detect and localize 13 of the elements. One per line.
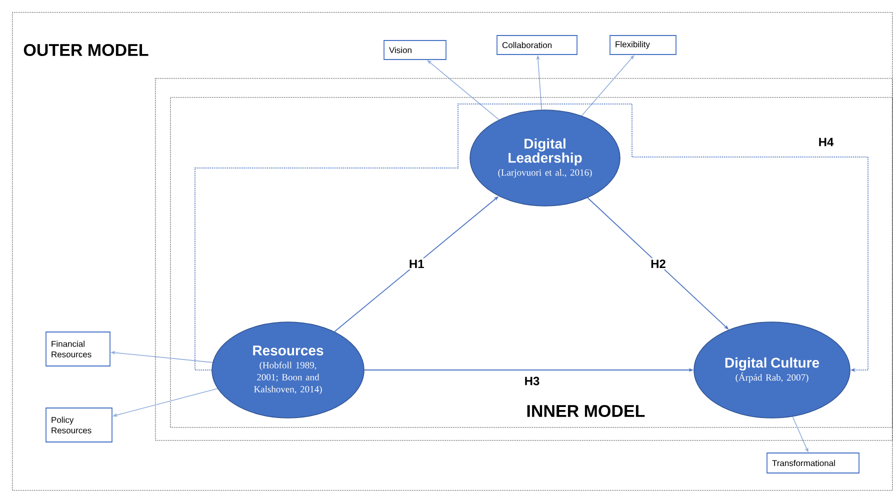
- edge-label: H4: [816, 136, 836, 148]
- heading: OUTER MODEL: [24, 44, 148, 56]
- edge-label: H1: [407, 258, 426, 270]
- arrow: [194, 104, 868, 372]
- indicator-box: Financial Resources: [46, 332, 110, 366]
- edge-label: H3: [522, 375, 542, 387]
- indicator-box: Flexibility: [610, 35, 676, 55]
- edge-label: H2: [649, 258, 668, 270]
- heading: INNER MODEL: [527, 404, 645, 418]
- indicator-box: Collaboration: [496, 35, 578, 55]
- indicator-box: Transformational: [766, 452, 860, 474]
- indicator-box: Policy Resources: [46, 408, 112, 442]
- indicator-box: Vision: [384, 40, 446, 60]
